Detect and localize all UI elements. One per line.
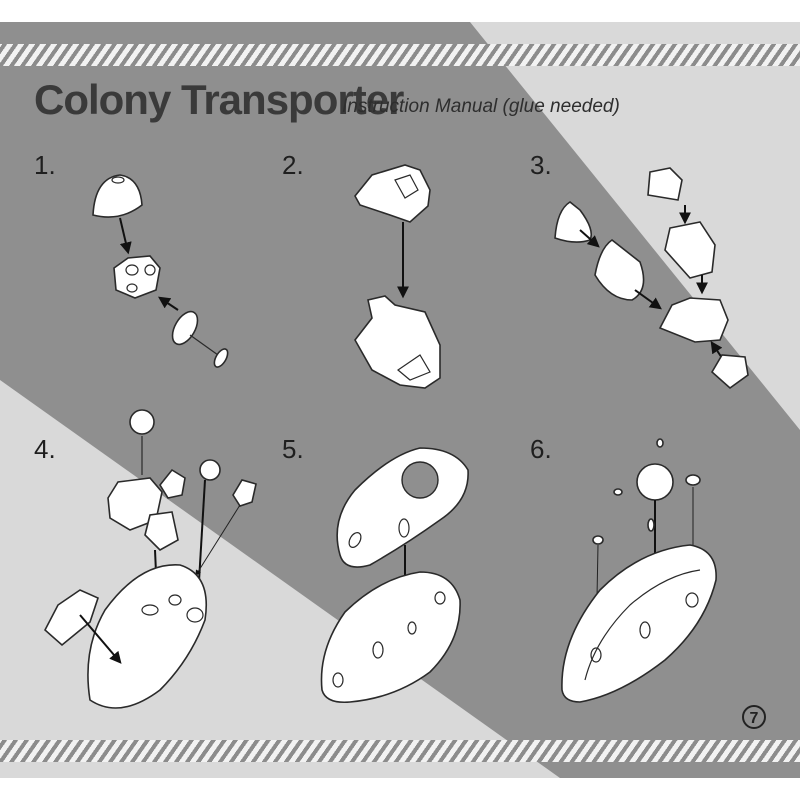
dome-part [92, 174, 143, 218]
step-3-arrow-5 [710, 341, 723, 359]
upper-block-part [354, 164, 431, 223]
step-1-label: 1. [34, 150, 56, 180]
turret-base-part [144, 511, 179, 551]
assembly-core-part [658, 297, 729, 343]
disc-part [171, 310, 199, 346]
nose-piece-part [44, 589, 99, 647]
page-number-badge: 7 [742, 705, 766, 729]
round-knob-part [129, 409, 155, 435]
nose-cone-part [354, 295, 441, 389]
bottom-cap-part [710, 354, 749, 390]
page-title: Colony Transporter [34, 76, 404, 123]
center-peg-part [647, 518, 655, 532]
step-1-arrow-down [119, 217, 132, 255]
small-disc-part [213, 348, 229, 368]
page-subtitle: Instruction Manual (glue needed) [342, 96, 620, 117]
hub-part [113, 255, 161, 299]
step-2-label: 2. [282, 150, 304, 180]
bottom-stripe-band [0, 740, 800, 762]
top-cap-part [647, 167, 683, 201]
step-5-label: 5. [282, 434, 304, 464]
step-4-diagram [44, 409, 257, 709]
far-left-peg-part [592, 535, 604, 545]
step-5-diagram [320, 447, 469, 704]
turret-part [107, 477, 163, 531]
step-1-arrow-left [158, 296, 179, 311]
top-stripe-band [0, 44, 800, 66]
turret-arm-part [159, 468, 186, 499]
small-knob-part [199, 459, 221, 481]
dome-cap-part [636, 463, 674, 501]
step-3-diagram [554, 167, 749, 390]
right-peg-part [685, 474, 701, 486]
step-2-diagram [354, 164, 441, 389]
step-4-arrow-fitting [195, 504, 241, 577]
hull-body-part [87, 564, 207, 709]
step-6-diagram [561, 438, 717, 703]
final-hull-part [561, 544, 717, 703]
step-4-label: 4. [34, 434, 56, 464]
step-3-label: 3. [530, 150, 552, 180]
side-fitting-part [232, 479, 257, 507]
upper-shell-part [664, 221, 716, 279]
step-1-diagram [92, 174, 229, 368]
step-3-arrow-2 [634, 289, 662, 310]
top-plate-part [336, 447, 469, 568]
base-hull-part [320, 571, 461, 704]
tiny-peg-part [656, 438, 664, 448]
plate-opening [401, 461, 439, 499]
step-3-arrow-1 [579, 229, 600, 248]
step-6-label: 6. [530, 434, 552, 464]
left-peg-part [613, 488, 623, 496]
middle-shell-part [594, 239, 645, 301]
step-4-arrow-nose [79, 614, 122, 664]
